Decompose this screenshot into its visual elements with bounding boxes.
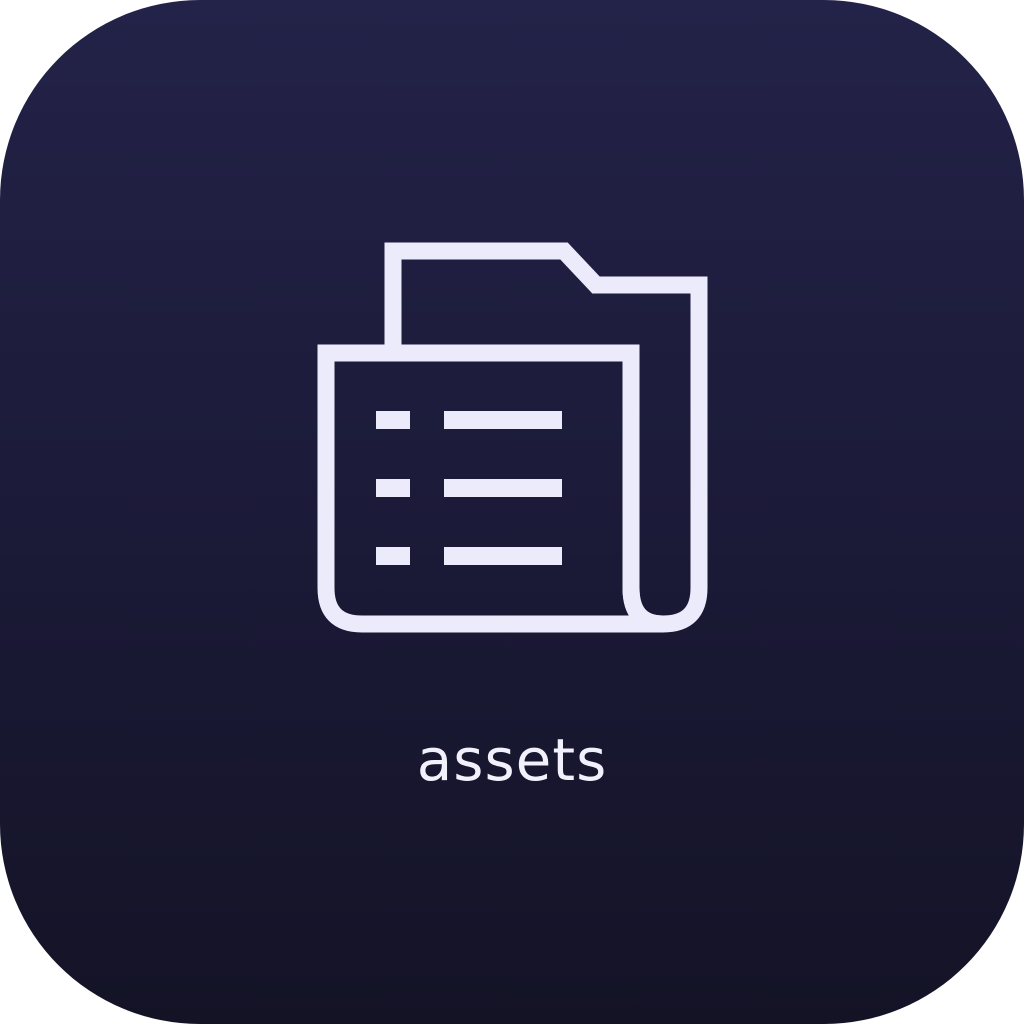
list-bullet-1 (376, 411, 410, 429)
folder-front-sheet (317, 344, 664, 633)
folder-back-sheet (384, 242, 708, 633)
list-bullet-2 (376, 479, 410, 497)
tile-label: assets (416, 726, 608, 794)
list-line-3 (444, 547, 562, 565)
list-bullet-3 (376, 547, 410, 565)
list-line-1 (444, 411, 562, 429)
list-line-2 (444, 479, 562, 497)
